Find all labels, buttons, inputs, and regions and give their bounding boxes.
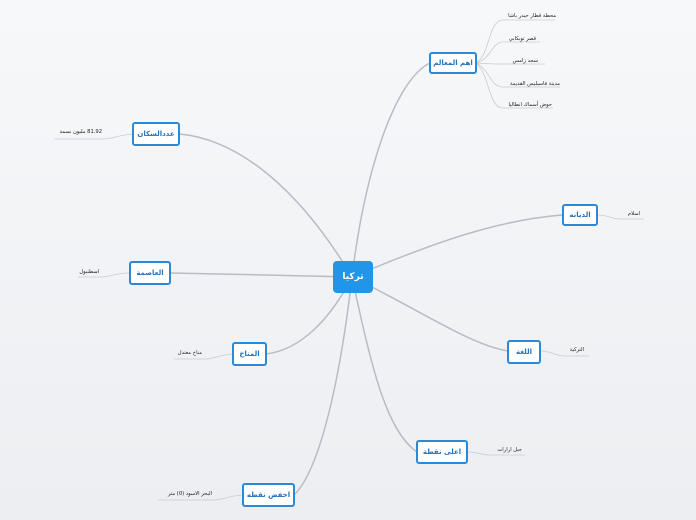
central-topic[interactable]: تركيا: [333, 261, 373, 293]
leaf-climate-value[interactable]: مناخ معتدل: [177, 350, 202, 356]
topic-highest-point[interactable]: اعلى نقطة: [416, 440, 468, 464]
topic-landmarks[interactable]: اهم المعالم: [429, 52, 477, 74]
leaf-antalya-aquarium[interactable]: حوض أسماك انطاليا: [508, 102, 552, 108]
leaf-topkapi-palace[interactable]: قصر توبكابي: [508, 36, 536, 42]
leaf-capital-value[interactable]: اسطنبول: [79, 269, 99, 275]
topic-population[interactable]: عددالسكان: [132, 122, 180, 146]
leaf-mosque[interactable]: سجد زامس: [512, 58, 538, 64]
topic-capital[interactable]: العاصمة: [129, 261, 171, 285]
leaf-ancient-city[interactable]: مدينة فاسيليس القديمة: [509, 81, 560, 87]
leaf-language-value[interactable]: التركية: [569, 347, 584, 353]
leaf-lowest-point-value[interactable]: البحر الاسود (0) متر: [167, 491, 212, 497]
topic-climate[interactable]: المناخ: [232, 342, 267, 366]
leaf-haydarpasa-station[interactable]: محطة قطار حيدر باشا: [508, 13, 556, 19]
topic-language[interactable]: اللغة: [507, 340, 541, 364]
leaf-population-value[interactable]: 81.92 مليون نسمة: [59, 129, 102, 135]
leaf-highest-point-value[interactable]: جبل ارارات: [497, 447, 522, 453]
topic-religion[interactable]: الديانه: [562, 204, 598, 226]
leaf-religion-value[interactable]: اسلام: [627, 211, 640, 217]
topic-lowest-point[interactable]: اخفض نقطه: [242, 483, 295, 507]
